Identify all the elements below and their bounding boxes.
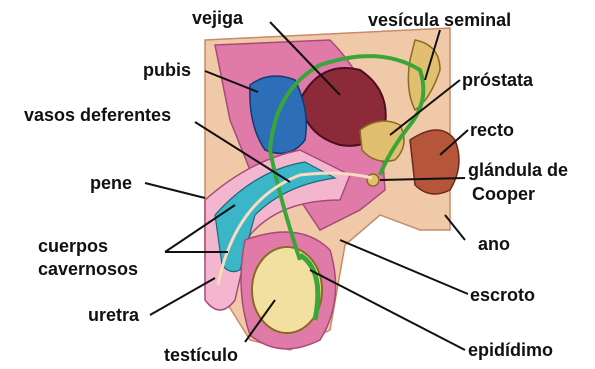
testis-shape [252, 247, 322, 333]
rectum [410, 130, 459, 194]
label-vesicula-seminal: vesícula seminal [368, 10, 511, 30]
label-glandula-cooper-1: glándula de [468, 160, 568, 180]
label-uretra: uretra [88, 305, 139, 325]
label-epididimo: epidídimo [468, 340, 553, 360]
label-prostata: próstata [462, 70, 533, 90]
label-cuerpos-cavernosos-2: cavernosos [38, 259, 138, 279]
label-vasos-deferentes: vasos deferentes [24, 105, 171, 125]
label-recto: recto [470, 120, 514, 140]
line-escroto [340, 240, 468, 294]
label-cuerpos-cavernosos-1: cuerpos [38, 236, 108, 256]
label-vejiga: vejiga [192, 8, 243, 28]
label-pene: pene [90, 173, 132, 193]
label-escroto: escroto [470, 285, 535, 305]
label-pubis: pubis [143, 60, 191, 80]
label-glandula-cooper-2: Cooper [472, 184, 535, 204]
line-pene [145, 183, 205, 198]
label-testiculo: testículo [164, 345, 238, 365]
label-ano: ano [478, 234, 510, 254]
